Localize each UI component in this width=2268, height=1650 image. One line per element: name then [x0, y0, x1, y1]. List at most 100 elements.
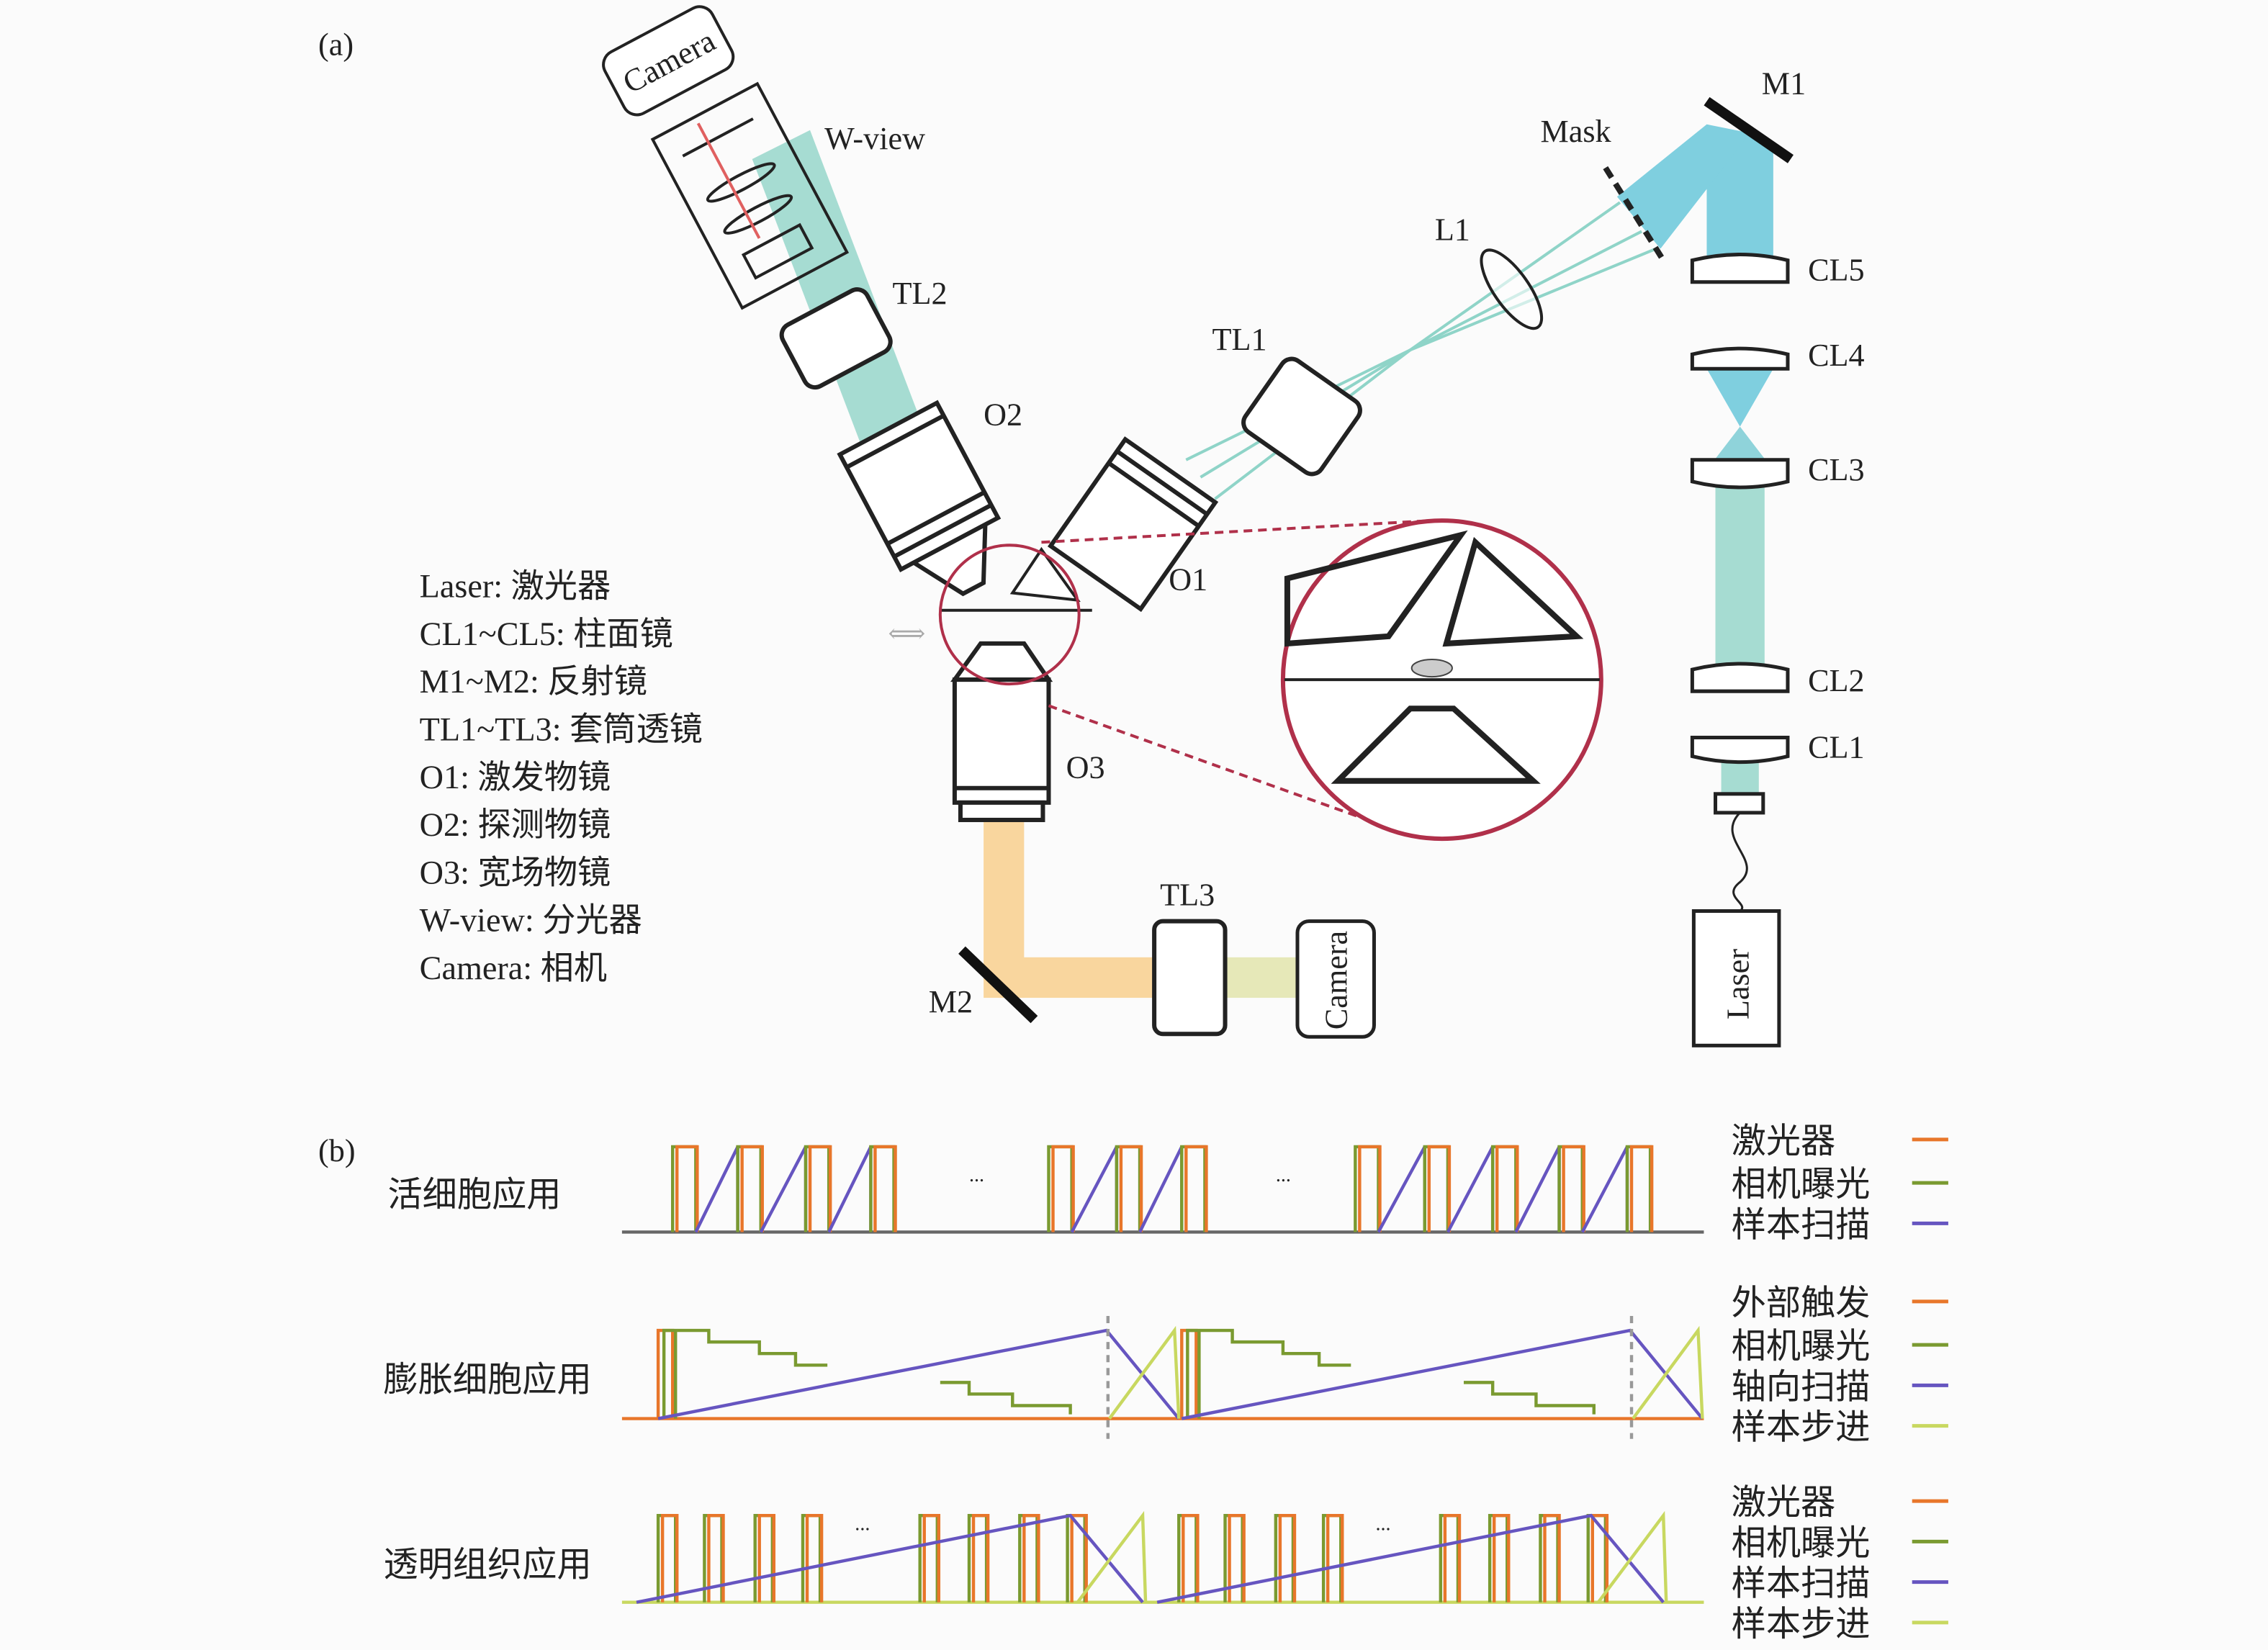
zoom-region-circle	[938, 544, 1081, 686]
legend-label: 轴向扫描	[1732, 1368, 1871, 1406]
timing-legends: 激光器相机曝光样本扫描外部触发相机曝光轴向扫描样本步进激光器相机曝光样本扫描样本…	[1732, 1122, 1948, 1644]
label-l1: L1	[1435, 212, 1470, 247]
laser-pulse	[1326, 1513, 1344, 1602]
panel-a-tag: (a)	[318, 27, 354, 62]
laser-pulse	[1070, 1513, 1088, 1602]
tube-lens-tl2	[779, 287, 893, 390]
exposure-pulse	[967, 1513, 989, 1602]
laser-pulse	[1492, 1513, 1511, 1602]
svg-text:O1: 激发物镜: O1: 激发物镜	[420, 759, 611, 795]
timing-waveforms	[621, 1145, 1704, 1604]
laser-pulse	[660, 1513, 679, 1602]
legend-label: 激光器	[1732, 1484, 1836, 1522]
legend-label: 激光器	[1732, 1122, 1836, 1160]
label-m2: M2	[929, 984, 973, 1019]
legend-label: 相机曝光	[1732, 1524, 1871, 1562]
cylindrical-lenses	[1690, 253, 1790, 815]
laser-pulse	[1228, 1513, 1246, 1602]
scan-ramp	[694, 1145, 739, 1233]
label-tl3: TL3	[1160, 877, 1215, 912]
laser-pulse	[1119, 1145, 1143, 1232]
svg-text:M1~M2: 反射镜: M1~M2: 反射镜	[420, 663, 647, 700]
sample-step	[1108, 1325, 1181, 1420]
mirror-m2	[958, 946, 1038, 1024]
component-legend: Laser: 激光器 CL1~CL5: 柱面镜 M1~M2: 反射镜 TL1~T…	[420, 568, 703, 986]
legend-label: 样本步进	[1732, 1605, 1871, 1644]
legend-label: 样本扫描	[1732, 1206, 1871, 1244]
exposure-pulse	[753, 1513, 775, 1602]
exposure-pulse	[1274, 1513, 1295, 1602]
laser-pulse	[1443, 1513, 1462, 1602]
laser-pulse	[922, 1513, 941, 1602]
laser-pulse	[1022, 1513, 1040, 1602]
laser-pulse	[808, 1145, 832, 1232]
scan-ramp	[1070, 1145, 1119, 1233]
label-o2: O2	[984, 397, 1022, 433]
label-camera-bottom: Camera	[1318, 930, 1354, 1029]
axial-scan	[657, 1328, 1180, 1420]
laser-pulse	[873, 1145, 897, 1232]
legend-label: 外部触发	[1732, 1284, 1871, 1322]
sample-step	[1076, 1510, 1148, 1604]
svg-text:W-view: 分光器: W-view: 分光器	[420, 902, 642, 939]
laser-pulse	[1184, 1145, 1208, 1232]
objective-o1	[1047, 436, 1219, 613]
laser-pulse	[1629, 1145, 1654, 1232]
laser-pulse	[1543, 1513, 1561, 1602]
legend-label: 相机曝光	[1732, 1166, 1871, 1204]
w-view-splitter	[650, 81, 850, 310]
laser-pulse	[757, 1513, 776, 1602]
laser-pulse	[805, 1513, 824, 1602]
tube-lens-tl3	[1152, 919, 1228, 1037]
tube-lens-tl1	[1241, 356, 1362, 477]
laser-pulse	[740, 1145, 764, 1232]
label-tl1: TL1	[1212, 322, 1266, 357]
scan-ramp	[1580, 1145, 1629, 1233]
camera-top: Camera	[602, 5, 735, 117]
label-m1: M1	[1762, 66, 1806, 102]
label-wview: W-view	[824, 121, 925, 156]
ellipsis: ...	[1276, 1164, 1291, 1186]
exposure-pulse	[656, 1513, 678, 1602]
ellipsis: ...	[1375, 1512, 1390, 1535]
laser-pulse	[1182, 1513, 1200, 1602]
row-title-cleared: 透明组织应用	[383, 1546, 591, 1584]
label-mask: Mask	[1540, 114, 1611, 149]
objective-o3	[950, 641, 1053, 822]
exposure-pulse	[1488, 1513, 1509, 1602]
exposure-steps	[1463, 1381, 1596, 1415]
exposure-pulse	[1186, 1328, 1201, 1419]
scan-ramp	[827, 1145, 873, 1233]
exposure-pulse	[662, 1328, 678, 1419]
laser-pulse	[971, 1513, 990, 1602]
laser-pulse	[675, 1145, 699, 1232]
sample-step	[1597, 1510, 1668, 1604]
scan-ramp	[759, 1145, 808, 1233]
legend-label: 样本步进	[1732, 1409, 1871, 1447]
exposure-pulse	[918, 1513, 940, 1602]
exposure-pulse	[801, 1513, 822, 1602]
exposure-steps	[1200, 1328, 1351, 1367]
mirror-m1	[1704, 96, 1794, 163]
exposure-steps	[940, 1381, 1072, 1415]
scan-ramp	[1514, 1145, 1561, 1233]
laser-pulse	[1562, 1145, 1585, 1232]
laser-pulse	[1278, 1513, 1297, 1602]
sample-step	[1632, 1325, 1704, 1420]
label-cl3: CL3	[1808, 452, 1865, 487]
scan-ramp	[1446, 1145, 1495, 1233]
svg-text:CL1~CL5: 柱面镜: CL1~CL5: 柱面镜	[420, 616, 673, 652]
lens-l1	[1480, 248, 1544, 330]
row-title-live: 活细胞应用	[387, 1176, 561, 1214]
ellipsis: ...	[969, 1164, 984, 1186]
scan-ramp	[1138, 1145, 1184, 1233]
exposure-pulse	[1439, 1513, 1460, 1602]
scan-ramp	[1377, 1145, 1426, 1233]
laser-pulse	[1358, 1145, 1382, 1232]
zoom-connector-bottom	[1048, 704, 1361, 819]
svg-text:TL1~TL3: 套筒透镜: TL1~TL3: 套筒透镜	[420, 711, 703, 747]
exposure-pulse	[1177, 1513, 1198, 1602]
stage-arrow-icon: ⟺	[888, 619, 926, 648]
row-title-expansion: 膨胀细胞应用	[383, 1361, 591, 1399]
